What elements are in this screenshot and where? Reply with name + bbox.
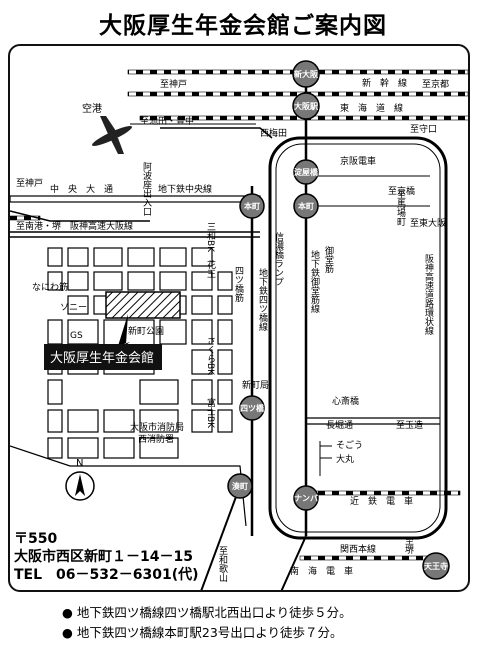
label-shinanbashi: 信濃橋ランプ: [273, 231, 284, 286]
station-namba-left-label: 湊町: [232, 481, 248, 491]
label-fire-dept: 大阪市消防局: [130, 421, 184, 433]
station-honmachi-right-circle: [293, 193, 319, 219]
label-to-ikeda: 至池田・豊中: [140, 115, 194, 127]
station-shin-osaka-label: 新大阪: [294, 69, 319, 79]
label-to-higashi: 至東大阪: [410, 217, 446, 229]
station-yotsubashi-label: 四ツ橋: [240, 403, 265, 413]
airplane-icon: [91, 116, 133, 154]
label-to-kobe2: 至神戸: [16, 177, 43, 189]
label-to-kyobashi: 至京橋: [388, 185, 415, 197]
station-honmachi-right-label: 本町: [297, 201, 314, 211]
label-sony: ソニー: [60, 303, 87, 313]
label-gs: GS: [70, 331, 83, 341]
label-hanao: 花王: [205, 259, 216, 278]
station-yotsubashi-circle: [239, 395, 265, 421]
label-sakura: さくらBK: [205, 336, 215, 376]
label-to-minami: 至南港・堺: [16, 220, 61, 232]
label-to-kyoto: 至京都: [422, 78, 449, 90]
expressway-loop: [268, 136, 448, 540]
label-shinsaibashi: 心斎橋: [332, 395, 359, 407]
postal-code: 〒550: [14, 531, 58, 547]
label-sogo: そごう: [336, 439, 363, 451]
label-shinmachi-park: 新町公園: [128, 325, 164, 337]
label-kintetsu: 近 鉄 電 車: [350, 495, 413, 507]
station-osaka-label: 大阪駅: [294, 101, 319, 111]
label-airport: 空港: [82, 102, 102, 115]
kaikan-callout-box: [44, 344, 162, 370]
station-tennoji-label: 天王寺: [424, 561, 448, 571]
label-tokaido: 東 海 道 線: [340, 102, 403, 114]
access-map: 新大阪大阪駅淀屋橋本町本町四ツ橋湊町ナンバ天王寺 N 大阪厚生年金会館 至神戸 …: [10, 60, 468, 590]
label-nankai: 南 海 電 車: [290, 565, 353, 577]
station-yodoyabashi-label: 淀屋橋: [294, 167, 319, 177]
station-honmachi-left-label: 本町: [243, 201, 260, 211]
label-fuji: 富士BK: [205, 397, 216, 429]
label-nagahori: 長堀通: [326, 420, 353, 431]
label-to-tennoji: 至馬場町: [395, 190, 406, 226]
station-honmachi-left-circle: [239, 193, 265, 219]
north-arrow-icon: [65, 471, 95, 501]
map-frame: 新大阪大阪駅淀屋橋本町本町四ツ橋湊町ナンバ天王寺 N 大阪厚生年金会館 至神戸 …: [8, 44, 470, 592]
city-blocks: [47, 247, 233, 459]
telephone: TEL 06－532－6301(代): [14, 567, 199, 583]
station-tennoji-circle: [422, 552, 450, 580]
label-chuo-odori: 中 央 大 通: [50, 183, 113, 195]
label-chika-yotsubashi: 地下鉄四ツ橋線: [257, 267, 268, 331]
label-hanshin-expressway: 阪神高速大阪線: [70, 220, 133, 232]
station-namba-circle: [293, 485, 319, 511]
label-kansai-line: 関西本線: [340, 543, 376, 555]
label-wa: 三和BK: [205, 222, 216, 253]
station-namba-label: ナンバ: [294, 494, 318, 503]
north-label: N: [76, 458, 83, 469]
kaikan-building: [105, 291, 181, 319]
label-to-moriguchi: 至守口: [410, 123, 437, 135]
kaikan-callout-text: 大阪厚生年金会館: [50, 350, 154, 366]
label-to-sakai: 至和歌山: [217, 546, 228, 582]
label-keihan: 京阪電車: [340, 155, 376, 167]
access-note-2-text: 地下鉄四ツ橋線本町駅23号出口より徒歩７分。: [76, 625, 343, 640]
access-note-1-text: 地下鉄四ツ橋線四ツ橋駅北西出口より徒歩５分。: [76, 605, 352, 620]
label-ajikawa: 阿波座出入口: [141, 162, 152, 216]
street-address: 大阪市西区新町１－14－15: [14, 549, 193, 565]
station-namba-left-circle: [227, 473, 253, 499]
label-to-wakayama: 至堺: [403, 536, 414, 555]
label-hanshin-loop: 阪神高速道路環状線: [423, 254, 434, 335]
label-shinmachi-kyoku: 新町局: [242, 379, 269, 391]
label-chika-midosuji: 地下鉄御堂筋線: [309, 249, 320, 313]
label-to-tamatsukuri: 至玉造: [396, 419, 423, 431]
label-naniwa: なにわ筋: [32, 281, 68, 293]
label-midosuji: 御堂筋: [323, 245, 334, 274]
access-note-1: ● 地下鉄四ツ橋線四ツ橋駅北西出口より徒歩５分。: [62, 605, 352, 620]
label-chika-chuo: 地下鉄中央線: [158, 183, 212, 195]
station-osaka-circle: [292, 92, 320, 120]
page-title: 大阪厚生年金会館ご案内図: [99, 13, 387, 39]
label-yotsubashi-suji: 四ツ橋筋: [233, 266, 244, 303]
access-note-2: ● 地下鉄四ツ橋線本町駅23号出口より徒歩７分。: [62, 625, 343, 640]
label-nishi-fire: 西消防署: [138, 433, 174, 445]
station-yodoyabashi-circle: [293, 159, 319, 185]
label-daimaru: 大丸: [336, 453, 354, 465]
label-shinkansen: 新 幹 線: [362, 77, 407, 89]
label-umeda: 西梅田: [260, 127, 287, 139]
label-to-kobe: 至神戸: [160, 78, 187, 90]
station-shin-osaka-circle: [292, 60, 320, 88]
